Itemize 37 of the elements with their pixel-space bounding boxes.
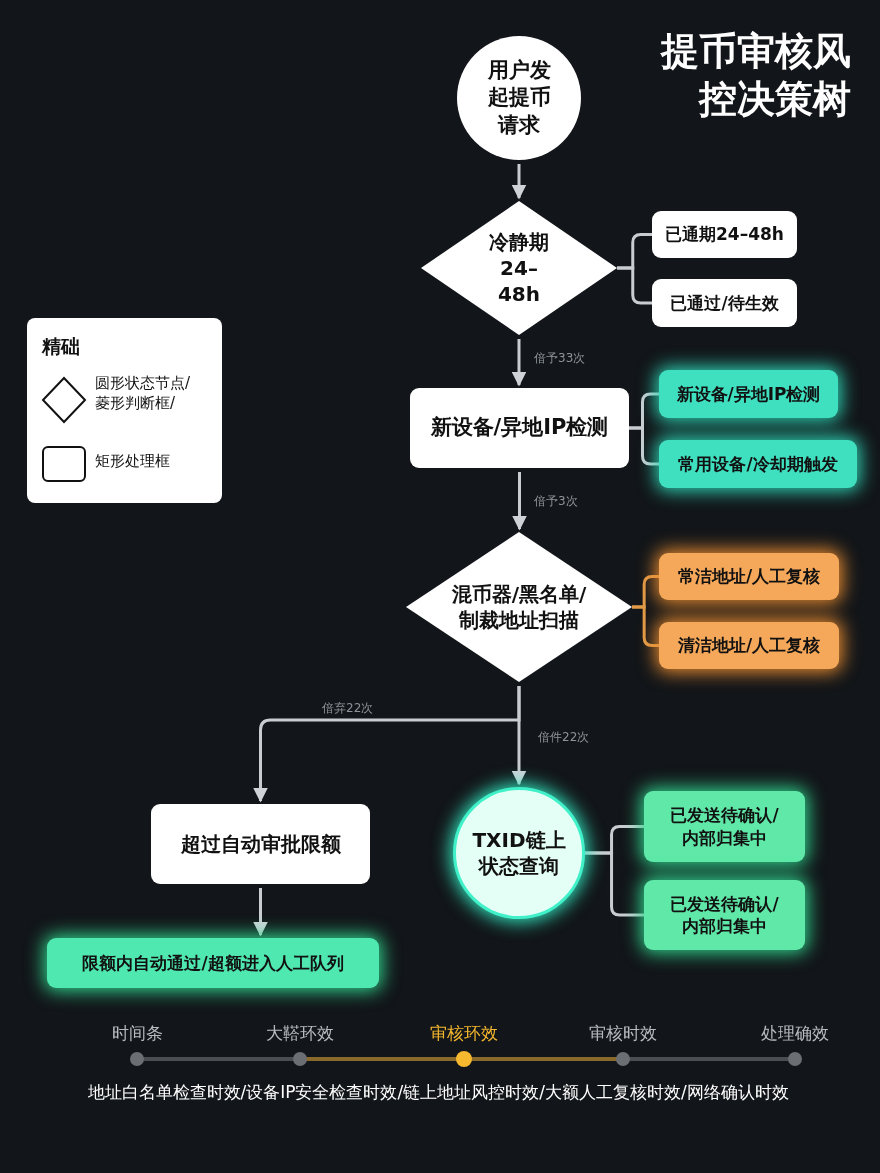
timeline-label: 审核时效 [589, 1022, 657, 1045]
result-box: 限额内自动通过/超额进入人工队列 [47, 938, 379, 988]
arrow [511, 686, 527, 786]
result-box: 已发送待确认/内部归集中 [644, 791, 805, 862]
timeline-label: 处理确效 [761, 1022, 829, 1045]
process-box: 超过自动审批限额 [151, 804, 370, 884]
result-box: 新设备/异地IP检测 [659, 370, 838, 418]
timeline-caption: 地址白名单检查时效/设备IP安全检查时效/链上地址风控时效/大额人工复核时效/网络确认时效 [87, 1081, 789, 1104]
bracket-line [629, 426, 659, 466]
timeline-label: 大鞳环效 [266, 1022, 334, 1045]
process-box: 新设备/异地IP检测 [410, 388, 629, 468]
legend-label: 圆形状态节点/菱形判断框/ [95, 373, 192, 414]
result-box: 已发送待确认/内部归集中 [644, 880, 805, 950]
status-circle: TXID链上状态查询 [453, 787, 585, 919]
legend-title: 精础 [42, 334, 80, 359]
result-box: 常洁地址/人工复核 [659, 553, 839, 600]
arrow [253, 888, 268, 937]
result-box: 已通期24–48h [652, 211, 797, 258]
bracket-line [585, 851, 644, 917]
legend-label: 矩形处理框 [95, 451, 171, 472]
result-box: 常用设备/冷却期触发 [659, 440, 857, 488]
decision-diamond: 冷静期24–48h [421, 201, 617, 335]
edge-label: 偣件22次 [536, 729, 592, 746]
title: 提币审核风控决策树 [659, 28, 851, 123]
edge-label: 偣予33次 [532, 350, 588, 367]
arrow [511, 339, 527, 387]
result-box: 清洁地址/人工复核 [659, 622, 839, 669]
start-circle: 用户发起提币请求 [457, 36, 581, 160]
timeline-label: 时间条 [111, 1022, 163, 1045]
edge-label: 偣予3次 [532, 493, 580, 510]
arrow [512, 472, 527, 531]
timeline-label: 审核环效 [430, 1022, 498, 1045]
arrow [511, 164, 527, 200]
result-box: 已通过/待生效 [652, 279, 797, 327]
decision-diamond: 混币器/黑名单/制裁地址扫描 [406, 532, 632, 682]
bracket-line [632, 605, 659, 647]
edge-label: 偣弃22次 [320, 700, 376, 717]
